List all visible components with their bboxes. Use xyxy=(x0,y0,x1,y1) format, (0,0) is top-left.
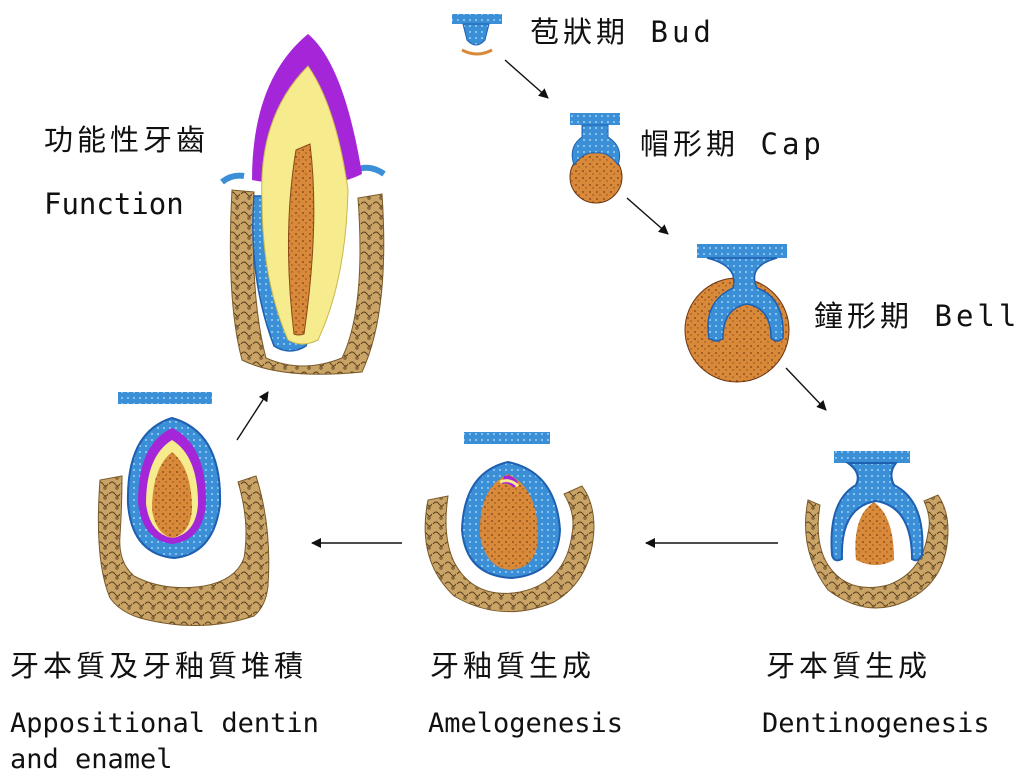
appositional-stage-icon xyxy=(98,392,268,626)
cap-label-en: Cap xyxy=(760,127,824,161)
bud-label-zh: 苞狀期 xyxy=(530,15,629,49)
amelogenesis-label-zh: 牙釉質生成 xyxy=(430,648,595,684)
bud-label: 苞狀期 Bud xyxy=(530,14,715,50)
bell-label-zh: 鐘形期 xyxy=(814,299,913,333)
amelogenesis-label-en: Amelogenesis xyxy=(428,706,623,742)
arrow-bell-to-dentinogenesis xyxy=(786,368,826,410)
arrow-appositional-to-function xyxy=(237,392,268,440)
bud-stage-icon xyxy=(452,14,502,54)
amelogenesis-stage-icon xyxy=(425,432,594,612)
appositional-label-en-line2: and enamel xyxy=(10,742,173,778)
arrow-bud-to-cap xyxy=(505,60,548,98)
bud-label-en: Bud xyxy=(650,15,714,49)
functional-tooth-icon xyxy=(222,34,384,374)
bell-label: 鐘形期 Bell xyxy=(814,298,1020,334)
function-label-zh: 功能性牙齒 xyxy=(44,122,209,158)
cap-stage-icon xyxy=(570,113,622,203)
dentinogenesis-stage-icon xyxy=(806,451,949,608)
appositional-label-en-line1: Appositional dentin xyxy=(10,706,319,742)
dentinogenesis-label-zh: 牙本質生成 xyxy=(766,648,931,684)
cap-label: 帽形期 Cap xyxy=(640,126,825,162)
function-label-en: Function xyxy=(44,186,184,222)
bell-label-en: Bell xyxy=(934,299,1020,333)
dentinogenesis-label-en: Dentinogenesis xyxy=(762,706,990,742)
appositional-label-zh: 牙本質及牙釉質堆積 xyxy=(10,648,307,684)
bell-stage-icon xyxy=(685,244,789,382)
cap-label-zh: 帽形期 xyxy=(640,127,739,161)
arrow-cap-to-bell xyxy=(627,198,668,234)
